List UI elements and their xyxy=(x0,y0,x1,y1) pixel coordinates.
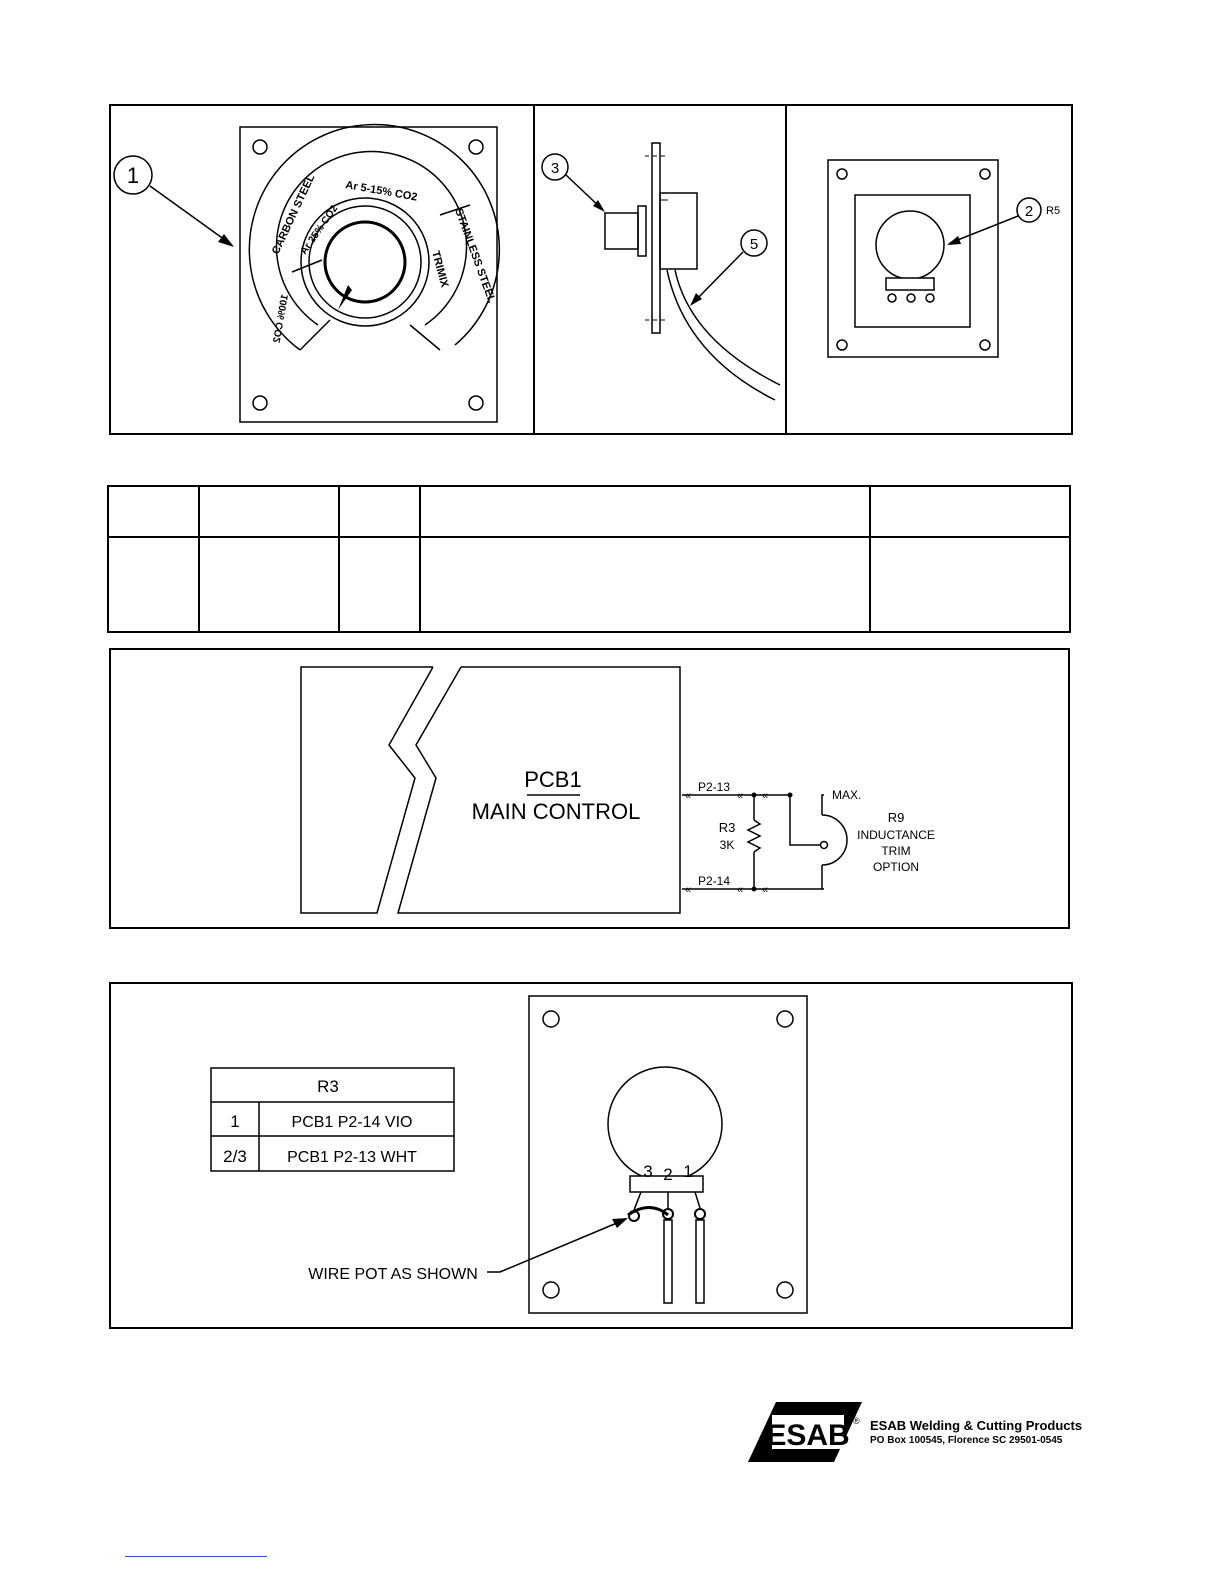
schematic-svg: PCB1 MAIN CONTROL P2-13 « « « P2-14 « « … xyxy=(300,666,935,914)
parts-table-header-cell xyxy=(419,485,871,538)
connector-arrow: « xyxy=(762,790,768,802)
max-label: MAX. xyxy=(832,788,861,802)
option-line: TRIM xyxy=(881,844,910,858)
dial-label-trimix: TRIMIX xyxy=(429,250,450,290)
parts-table-cell xyxy=(338,536,421,633)
parts-table-header-cell xyxy=(338,485,421,538)
callout-2-ref: R5 xyxy=(1046,205,1060,217)
connector-arrow: « xyxy=(685,884,691,896)
callout-1: 1 xyxy=(127,163,139,188)
parts-table-header-cell xyxy=(869,485,1071,538)
footer-link-underline[interactable] xyxy=(125,1556,267,1557)
resistor-name: R3 xyxy=(719,820,736,835)
wiring-table-conn: PCB1 P2-14 VIO xyxy=(292,1114,413,1131)
option-line: INDUCTANCE xyxy=(857,828,935,842)
pin-top-label: P2-13 xyxy=(698,780,730,794)
pot-pin-number: 2 xyxy=(663,1165,672,1184)
callout-2: 2 xyxy=(1025,203,1033,220)
company-block: ESAB Welding & Cutting Products PO Box 1… xyxy=(870,1418,1082,1446)
wiring-panel xyxy=(109,982,1073,1329)
wiring-table-pin: 2/3 xyxy=(223,1147,247,1166)
connector-arrow: « xyxy=(762,884,768,896)
wiring-svg: R3 1 PCB1 P2-14 VIO 2/3 PCB1 P2-13 WHT 3… xyxy=(210,995,808,1314)
parts-table-cell xyxy=(869,536,1071,633)
pcb-name: PCB1 xyxy=(524,767,581,792)
dial-label-100co2: 100% CO2 xyxy=(272,294,291,345)
company-name: ESAB Welding & Cutting Products xyxy=(870,1418,1083,1433)
resistor-value: 3K xyxy=(720,838,735,852)
wiring-table-pin: 1 xyxy=(230,1112,239,1131)
callout-3: 3 xyxy=(551,160,559,177)
wire-pot-note: WIRE POT AS SHOWN xyxy=(308,1266,478,1283)
esab-logo-text: ESAB xyxy=(766,1419,849,1452)
callout-5: 5 xyxy=(750,236,758,253)
parts-table xyxy=(107,485,1071,633)
wiring-table-title: R3 xyxy=(317,1077,339,1096)
esab-logo: ESAB xyxy=(748,1402,862,1462)
registered-mark: ® xyxy=(853,1416,860,1426)
connector-arrow: « xyxy=(737,884,743,896)
wiring-table-conn: PCB1 P2-13 WHT xyxy=(287,1149,417,1166)
connector-arrow: « xyxy=(737,790,743,802)
pot-pin-number: 3 xyxy=(643,1162,652,1181)
option-line: R9 xyxy=(888,810,905,825)
pcb-desc: MAIN CONTROL xyxy=(472,799,641,824)
schematic-panel xyxy=(109,648,1070,929)
pin-bottom-label: P2-14 xyxy=(698,874,730,888)
parts-table-header-cell xyxy=(198,485,340,538)
parts-table-cell xyxy=(419,536,871,633)
option-line: OPTION xyxy=(873,860,919,874)
parts-table-cell xyxy=(107,536,200,633)
parts-table-header xyxy=(107,485,1071,538)
dial-label-ar25: Ar 25% CO2 xyxy=(298,203,340,257)
illustration-top-svg: CARBON STEEL Ar 25% CO2 Ar 5-15% CO2 STA… xyxy=(113,105,1060,434)
company-address: PO Box 100545, Florence SC 29501-0545 xyxy=(870,1435,1063,1446)
parts-table-row xyxy=(107,536,1071,633)
dial-label-stainless: STAINLESS STEEL xyxy=(452,207,497,305)
parts-table-cell xyxy=(198,536,340,633)
pot-pin-number: 1 xyxy=(683,1162,692,1181)
parts-table-header-cell xyxy=(107,485,200,538)
connector-arrow: « xyxy=(685,790,691,802)
